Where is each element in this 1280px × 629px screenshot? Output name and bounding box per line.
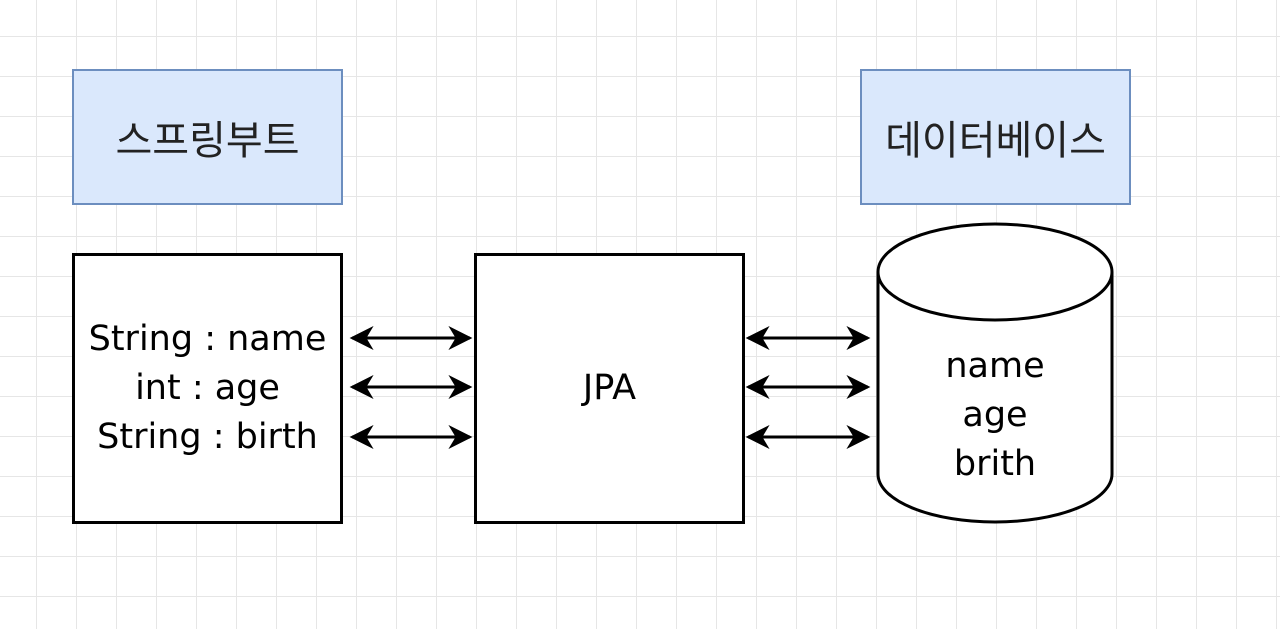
spring-boot-label: 스프링부트 [72, 69, 343, 205]
db-column-brith: brith [953, 443, 1037, 484]
jpa-box: JPA [474, 253, 745, 524]
database-columns: name age brith [878, 330, 1112, 500]
spring-boot-label-text: 스프링부트 [115, 118, 300, 164]
entity-box: String : name int : age String : birth [72, 253, 343, 524]
jpa-label: JPA [582, 368, 637, 408]
db-column-name: name [945, 345, 1045, 386]
db-column-age: age [962, 394, 1028, 435]
entity-field-name: String : name [88, 319, 327, 359]
database-label-text: 데이터베이스 [885, 118, 1106, 164]
database-label: 데이터베이스 [860, 69, 1131, 205]
entity-field-age: int : age [135, 368, 280, 408]
entity-field-birth: String : birth [97, 417, 318, 457]
database-cylinder-icon [876, 222, 1114, 524]
